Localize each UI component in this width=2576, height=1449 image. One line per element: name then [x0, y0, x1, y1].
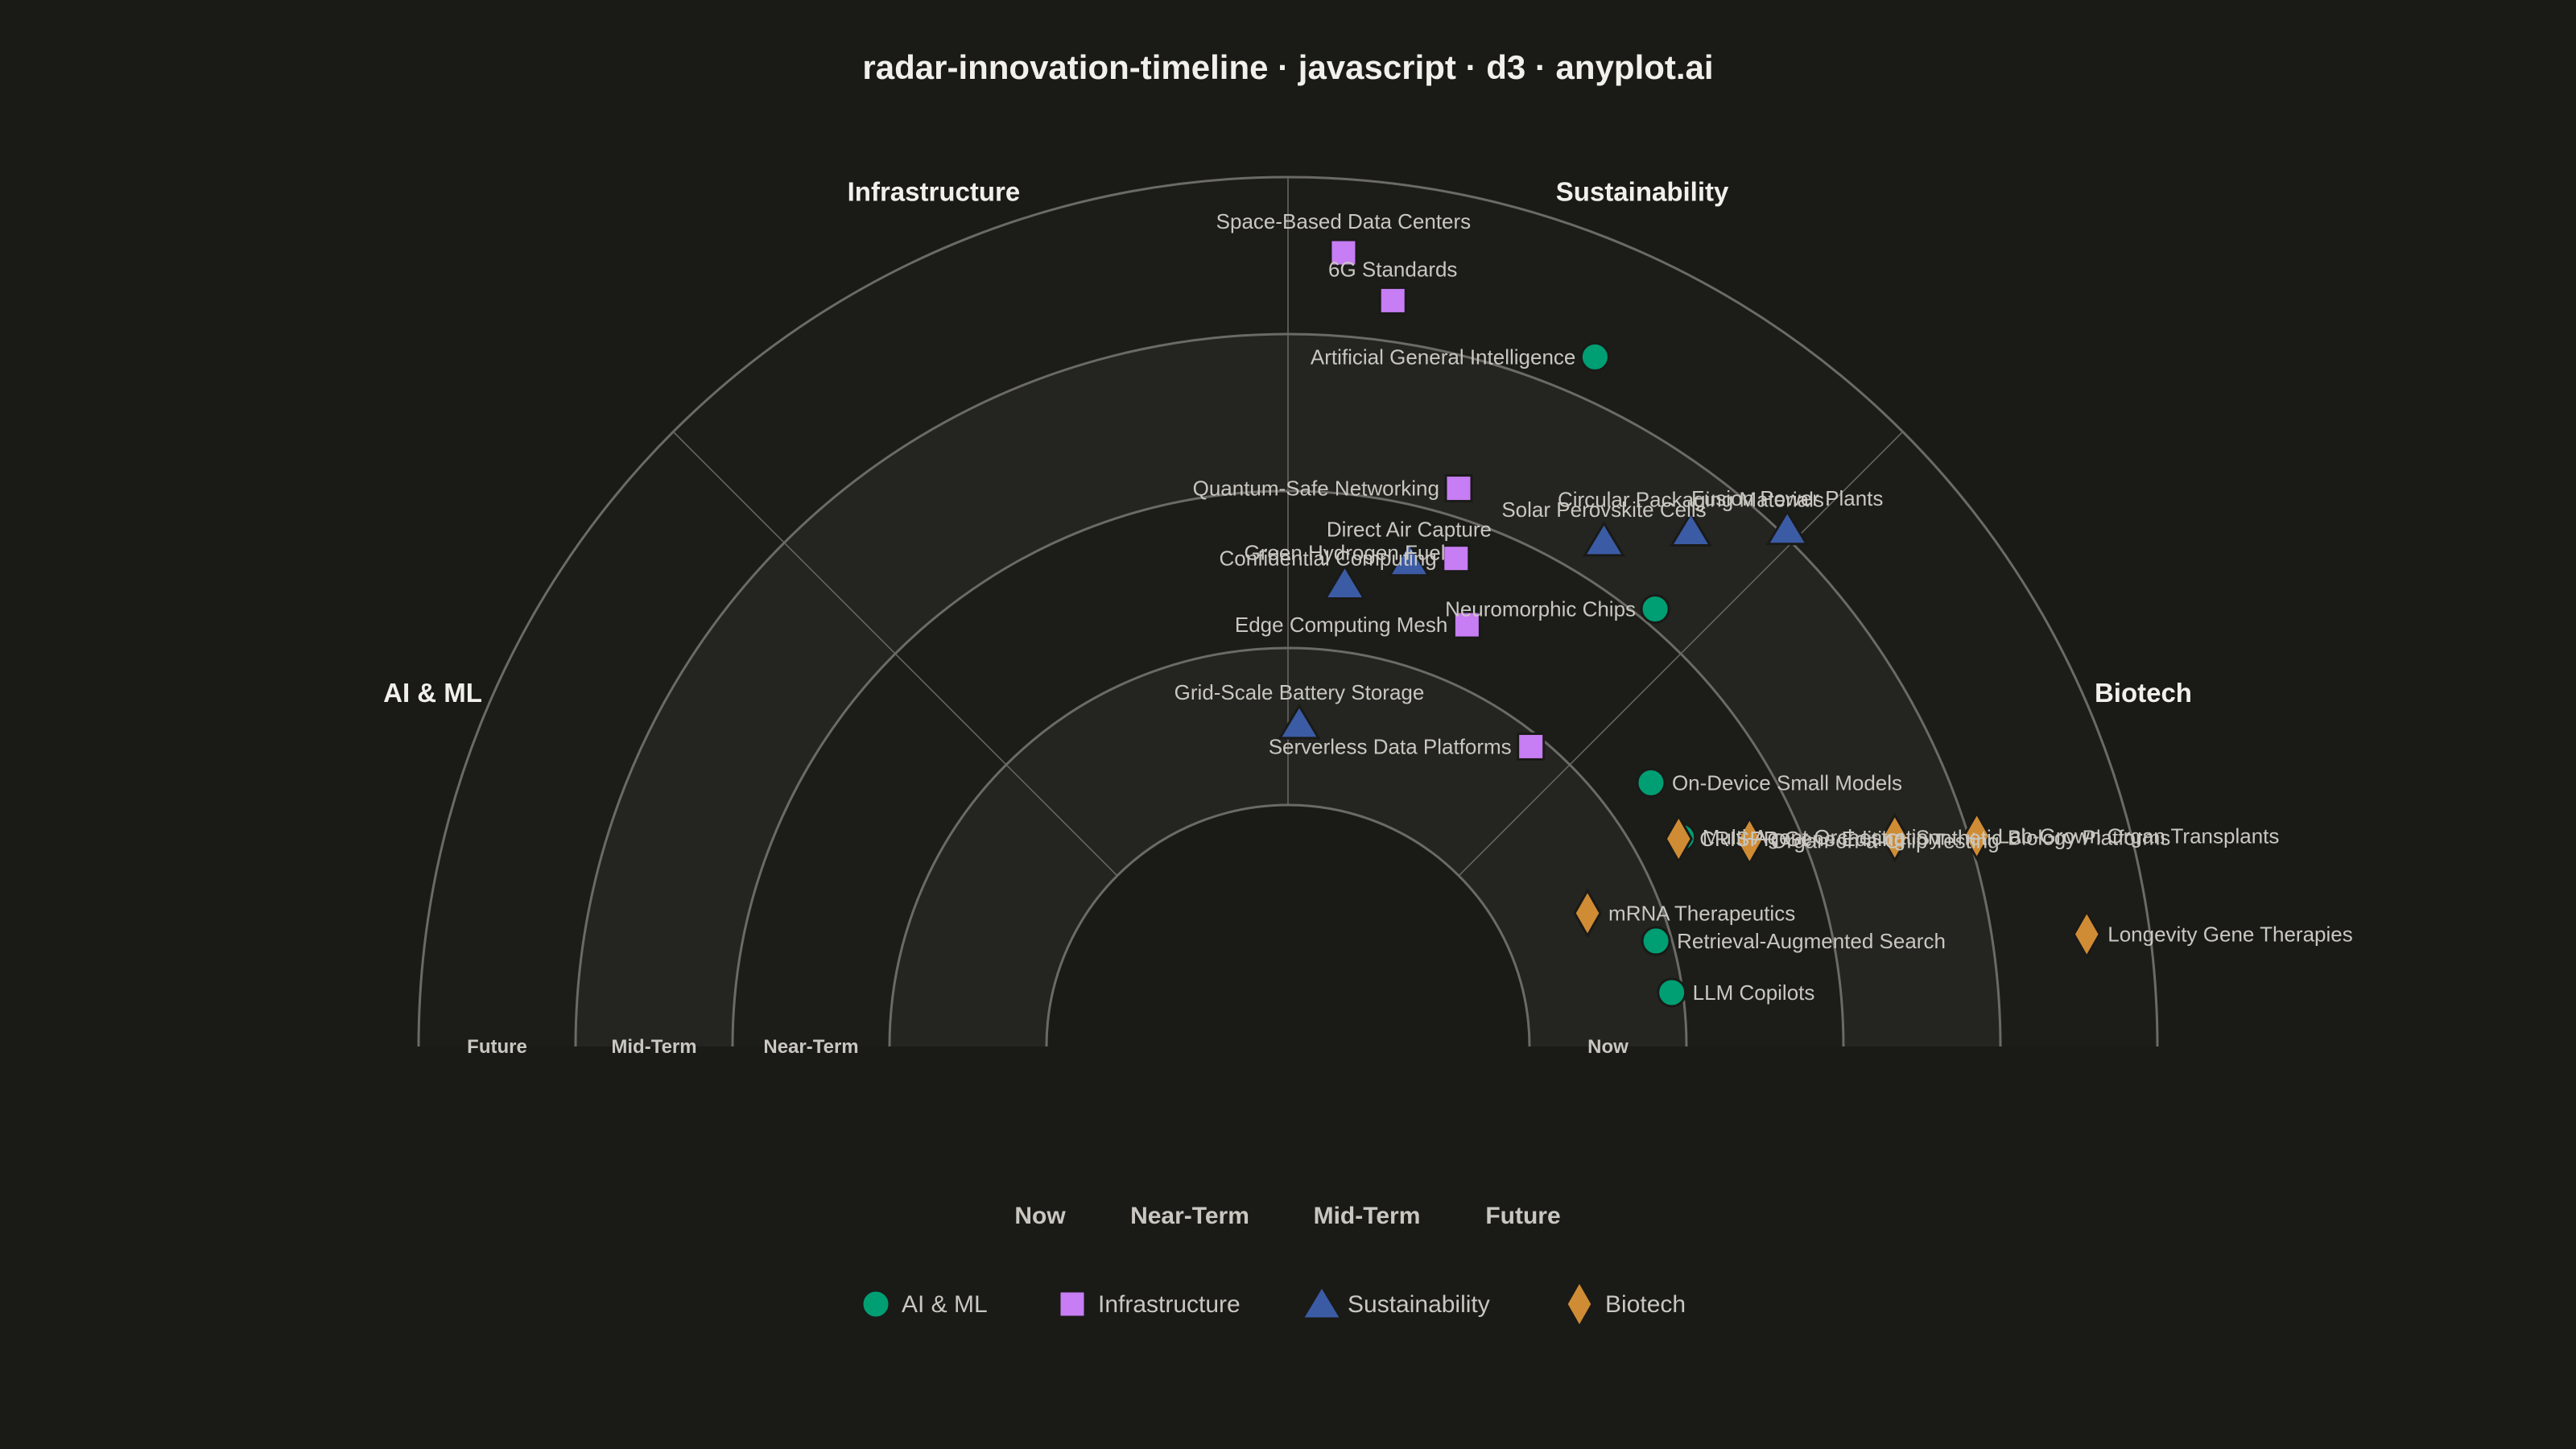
point-label-fusion-power-plants: Fusion Power Plants	[1691, 486, 1883, 510]
data-point-edge-computing-mesh	[1452, 610, 1481, 639]
legend-label-biotech: Biotech	[1605, 1291, 1686, 1318]
data-point-circular-packaging-materials	[1669, 510, 1713, 547]
data-point-longevity-gene-therapies	[2072, 909, 2101, 960]
ring-legend-now: Now	[1014, 1203, 1066, 1229]
point-label-artificial-general-intelligence: Artificial General Intelligence	[1311, 345, 1576, 369]
legend-marker-biotech	[1565, 1278, 1594, 1330]
ring-legend: Now Near-Term Mid-Term Future	[1014, 1203, 1560, 1229]
point-label-lab-grown-organ-transplants: Lab-Grown Organ Transplants	[1998, 824, 2280, 848]
point-label-longevity-gene-therapies: Longevity Gene Therapies	[2107, 923, 2353, 947]
sector-label-sustainability: Sustainability	[1556, 177, 1729, 207]
data-point-lab-grown-organ-transplants	[1962, 811, 1992, 861]
point-label-quantum-safe-networking: Quantum-Safe Networking	[1193, 477, 1439, 501]
legend-item-sustainability: Sustainability	[1300, 1284, 1490, 1320]
sector-legend: AI & ML Infrastructure Sustainability Biote…	[861, 1278, 1686, 1330]
legend-item-biotech: Biotech	[1565, 1278, 1686, 1330]
legend-marker-ai-ml	[861, 1289, 891, 1319]
point-label-edge-computing-mesh: Edge Computing Mesh	[1235, 613, 1447, 637]
sector-label-ai-ml: AI & ML	[383, 678, 482, 708]
point-label-circular-packaging-materials: Circular Packaging Materials	[1558, 487, 1824, 511]
legend-item-ai-ml: AI & ML	[861, 1289, 988, 1319]
point-label-space-based-data-centers: Space-Based Data Centers	[1216, 209, 1472, 233]
point-label-direct-air-capture: Direct Air Capture	[1327, 518, 1492, 542]
sector-labels: AI & ML Infrastructure SustainabilityBiote…	[383, 177, 2192, 708]
sector-divider	[672, 431, 1118, 877]
point-label-neuromorphic-chips: Neuromorphic Chips	[1445, 597, 1636, 621]
ring-bands	[419, 177, 2157, 1046]
point-label-confidential-computing: Confidential Computing	[1219, 547, 1436, 571]
data-point-mrna-therapeutics	[1573, 888, 1602, 939]
point-label-serverless-data-platforms: Serverless Data Platforms	[1269, 734, 1512, 758]
data-point-retrieval-augmented-search	[1641, 926, 1671, 956]
legend-marker-infrastructure	[1058, 1290, 1087, 1319]
point-label-multi-agent-orchestration: Multi-Agent Orchestration	[1703, 825, 1940, 849]
data-point-synthetic-biology-platforms	[1880, 812, 1909, 863]
data-point-on-device-small-models	[1636, 767, 1666, 798]
legend-label-sustainability: Sustainability	[1348, 1291, 1490, 1318]
ring-labels: Now Near-Term Mid-Term Future	[467, 1036, 1629, 1058]
ring-band-near-term	[733, 491, 1843, 1046]
legend-label-infrastructure: Infrastructure	[1098, 1291, 1241, 1318]
point-label-6g-standards: 6G Standards	[1328, 257, 1457, 281]
data-point-fusion-power-plants	[1765, 509, 1809, 546]
legend-item-infrastructure: Infrastructure	[1058, 1290, 1241, 1319]
ring-label-right-now: Now	[1587, 1036, 1629, 1058]
point-label-llm-copilots: LLM Copilots	[1693, 980, 1815, 1005]
data-point-confidential-computing	[1442, 544, 1471, 573]
point-label-crispr-gene-editing: CRISPR Gene Editing	[1699, 827, 1905, 851]
data-point-neuromorphic-chips	[1640, 593, 1670, 624]
data-point-green-hydrogen-fuel	[1323, 564, 1367, 600]
sector-label-infrastructure: Infrastructure	[848, 177, 1021, 207]
point-label-synthetic-biology-platforms: Synthetic Biology Platforms	[1916, 825, 2170, 849]
legend-label-ai-ml: AI & ML	[902, 1291, 988, 1318]
ring-band-now	[890, 648, 1686, 1046]
data-point-space-based-data-centers	[1329, 238, 1358, 267]
ring-band-mid-term	[576, 334, 2000, 1046]
data-point-grid-scale-battery-storage	[1278, 703, 1321, 740]
point-label-green-hydrogen-fuel: Green Hydrogen Fuel	[1245, 540, 1446, 564]
ring-grid	[417, 175, 2159, 1047]
legend-marker-sustainability	[1300, 1284, 1344, 1320]
data-point-llm-copilots	[1657, 977, 1687, 1008]
data-points	[1278, 238, 2101, 1008]
point-label-on-device-small-models: On-Device Small Models	[1672, 770, 1902, 795]
data-point-serverless-data-platforms	[1517, 732, 1546, 761]
ring-label-left-mid-term: Mid-Term	[611, 1036, 696, 1058]
sector-divider	[1458, 431, 1904, 877]
ring-legend-near-term: Near-Term	[1130, 1203, 1249, 1229]
point-label-retrieval-augmented-search: Retrieval-Augmented Search	[1677, 929, 1946, 953]
ring-label-left-near-term: Near-Term	[763, 1036, 858, 1058]
point-label-solar-perovskite-cells: Solar Perovskite Cells	[1501, 497, 1706, 522]
data-point-6g-standards	[1378, 286, 1407, 315]
ring-legend-future: Future	[1485, 1203, 1560, 1229]
sector-label-biotech: Biotech	[2095, 678, 2192, 708]
ring-legend-mid-term: Mid-Term	[1314, 1203, 1421, 1229]
point-label-organ-on-a-chip-testing: Organ-on-a-Chip Testing	[1770, 829, 1999, 853]
ring-band-future	[419, 177, 2157, 1046]
chart-title: radar-innovation-timeline · javascript ·…	[862, 48, 1713, 86]
data-point-crispr-gene-editing	[1664, 813, 1693, 865]
data-point-organ-on-a-chip-testing	[1735, 815, 1765, 866]
ring-label-left-future: Future	[467, 1036, 527, 1058]
data-point-artificial-general-intelligence	[1579, 341, 1610, 372]
data-point-labels: LLM Copilots Retrieval-Augmented Search Mu…	[1174, 209, 2353, 1005]
point-label-mrna-therapeutics: mRNA Therapeutics	[1608, 901, 1795, 925]
point-label-grid-scale-battery-storage: Grid-Scale Battery Storage	[1174, 680, 1425, 704]
data-point-quantum-safe-networking	[1444, 474, 1473, 503]
data-point-direct-air-capture	[1387, 540, 1431, 577]
data-point-solar-perovskite-cells	[1582, 520, 1626, 557]
